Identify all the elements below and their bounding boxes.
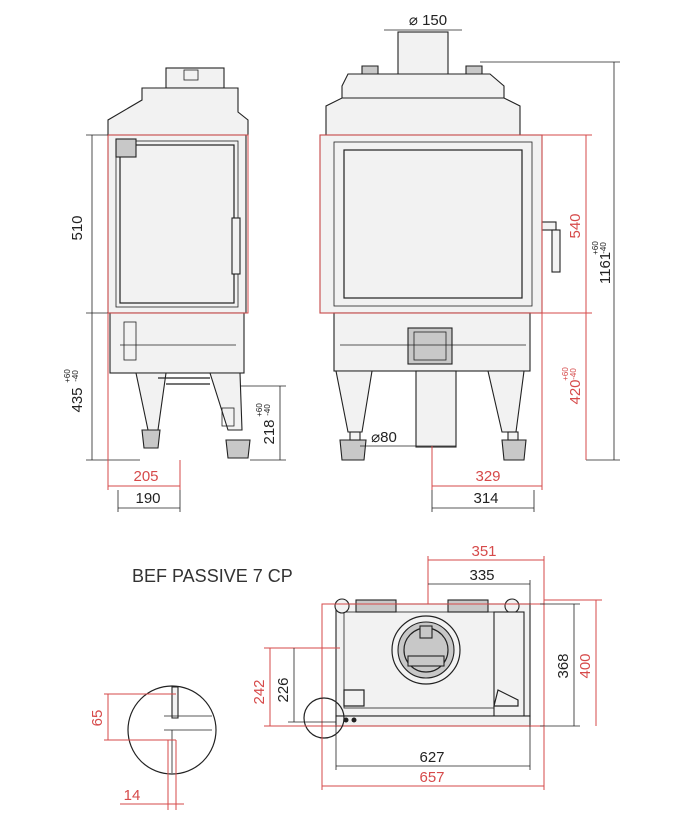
side-base [109,312,245,374]
plan-view [303,598,545,739]
drawing-title: BEF PASSIVE 7 CP [132,566,293,586]
flue-diameter-label: ⌀ 150 [409,12,447,29]
side-leg-tol-plus: +60 [255,403,264,417]
front-glass [343,149,523,299]
front-red-outline [319,134,543,314]
front-air-pipe [415,370,457,448]
side-body [107,134,247,314]
air-inlet-diameter-label: ⌀80 [371,429,397,446]
front-leg-left [335,370,373,433]
front-view [319,31,561,461]
detail-height-label: 65 [89,710,106,727]
front-half-red-label: 329 [475,468,500,485]
detail-circle [127,685,217,775]
side-leg-height-label: 218 [261,419,278,444]
plan-depth-label: 368 [555,653,572,678]
side-hood [107,87,249,136]
front-flue-pipe [397,31,449,79]
side-width-label: 190 [135,490,160,507]
side-leg-tol-minus: -40 [263,404,272,416]
total-tol-minus: -40 [599,242,608,254]
side-view [107,67,251,459]
front-base-tol-plus: +60 [561,367,570,381]
front-base-height-label: 420 [567,379,584,404]
front-dimensions: ⌀ 150 540 1161 +60 -40 420 +60 -40 ⌀80 3… [360,12,620,512]
side-leg-right [209,372,243,431]
plan-inner-label: 226 [275,677,292,702]
side-red-outline [107,134,249,314]
front-hood-top [341,73,505,99]
side-flue-collar [165,67,225,89]
side-base-tol-plus: +60 [63,369,72,383]
plan-width-label: 627 [419,749,444,766]
front-half-label: 314 [473,490,498,507]
plan-red-outline [321,603,545,727]
plan-width-red-label: 657 [419,769,444,786]
detail-width-label: 14 [124,787,141,804]
total-tol-plus: +60 [591,241,600,255]
front-body [319,134,543,314]
side-base-tol-minus: -40 [71,370,80,382]
front-air-box [407,327,453,365]
plan-top-label: 335 [469,567,494,584]
detail-view: 65 14 [89,685,217,810]
side-height-label: 510 [69,215,86,240]
front-base-tol-minus: -40 [569,368,578,380]
side-leg-left [135,372,167,431]
side-base-height-label: 435 [69,387,86,412]
plan-dimensions: 351 335 368 400 242 226 627 657 [251,543,602,790]
plan-top-red-label: 351 [471,543,496,560]
front-glass-height-label: 540 [567,213,584,238]
front-leg-right [487,370,525,433]
side-hinge-icon [115,138,137,158]
total-height-label: 1161 [597,252,614,284]
side-width-red-label: 205 [133,468,158,485]
plan-depth-red-label: 400 [577,653,594,678]
side-handle-icon [231,217,241,275]
plan-flue-ring [391,615,461,685]
plan-inner-red-label: 242 [251,679,268,704]
side-dimensions: 510 435 +60 -40 218 +60 -40 205 190 [63,134,286,512]
front-handle-icon [541,221,557,231]
